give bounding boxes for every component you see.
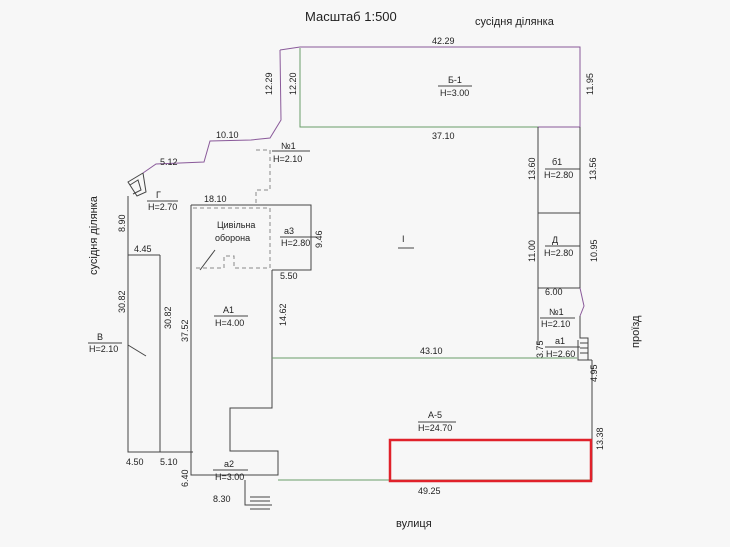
n1-right-height: Н=2.10: [541, 319, 570, 329]
dim-11-00: 11.00: [527, 240, 537, 262]
plan-texts: Масштаб 1:500 сусідня ділянка сусідня ді…: [88, 9, 642, 530]
a2-height: Н=3.00: [215, 472, 244, 482]
b6-name: б1: [552, 157, 562, 167]
dim-12-29: 12.29: [264, 72, 274, 95]
a1-big-name: А1: [223, 305, 234, 315]
dim-6-40: 6.40: [180, 469, 190, 487]
scale-title: Масштаб 1:500: [305, 9, 397, 24]
dim-43-10: 43.10: [420, 346, 443, 356]
n1-top-height: Н=2.10: [273, 154, 302, 164]
dim-11-95: 11.95: [585, 73, 595, 95]
b1-name: Б-1: [448, 75, 462, 85]
dim-10-10: 10.10: [216, 130, 239, 140]
civil-defense-label-2: оборона: [215, 233, 250, 243]
dim-12-20: 12.20: [288, 72, 298, 95]
dim-4-50: 4.50: [126, 457, 144, 467]
n1-top-name: №1: [281, 141, 296, 151]
b1-height: Н=3.00: [440, 88, 469, 98]
d-height: Н=2.80: [544, 248, 573, 258]
civil-defense-label: Цивільна: [217, 220, 255, 230]
a2-name: а2: [224, 459, 234, 469]
neighbor-left-label: сусідня ділянка: [88, 195, 100, 275]
dim-42-29: 42.29: [432, 36, 455, 46]
a1-big-height: Н=4.00: [215, 318, 244, 328]
highlight-rectangle: [388, 438, 593, 483]
dim-18-10: 18.10: [204, 194, 227, 204]
g-height: Н=2.70: [148, 202, 177, 212]
dim-5-10: 5.10: [160, 457, 178, 467]
dim-49-25: 49.25: [418, 486, 441, 496]
v-name: В: [97, 332, 103, 342]
dim-30-82b: 30.82: [163, 306, 173, 329]
dim-13-38: 13.38: [595, 427, 605, 450]
dim-9-46: 9.46: [314, 230, 324, 248]
label-underlines: [88, 85, 580, 471]
dim-13-60: 13.60: [527, 157, 537, 180]
dim-37-52: 37.52: [180, 319, 190, 342]
a5-height: Н=24.70: [418, 423, 452, 433]
dim-3-75: 3.75: [535, 340, 545, 358]
a1-small-height: Н=2.60: [546, 349, 575, 359]
a3-name: а3: [284, 226, 294, 236]
neighbor-top-label: сусідня ділянка: [475, 16, 555, 28]
dim-37-10: 37.10: [432, 131, 455, 141]
dim-8-30: 8.30: [213, 494, 231, 504]
n1-right-name: №1: [549, 307, 564, 317]
dim-4-95: 4.95: [589, 364, 599, 382]
dim-6-00: 6.00: [545, 287, 563, 297]
dim-5-12: 5.12: [160, 157, 178, 167]
d-name: Д: [552, 235, 558, 245]
a3-height: Н=2.80: [281, 238, 310, 248]
dim-5-50: 5.50: [280, 271, 298, 281]
v-height: Н=2.10: [89, 344, 118, 354]
dim-10-95: 10.95: [589, 239, 599, 262]
dim-14-62: 14.62: [278, 303, 288, 326]
dim-4-45: 4.45: [134, 244, 152, 254]
street-label: вулиця: [396, 518, 432, 530]
b6-height: Н=2.80: [544, 170, 573, 180]
dim-13-56: 13.56: [588, 157, 598, 180]
dim-30-82a: 30.82: [117, 290, 127, 313]
g-name: Г: [156, 190, 161, 200]
building-outlines: [127, 46, 593, 510]
dim-8-90: 8.90: [117, 214, 127, 232]
center-label: І: [402, 234, 405, 244]
a5-name: А-5: [428, 410, 442, 420]
driveway-label: проїзд: [630, 315, 642, 348]
a1-small-name: а1: [555, 336, 565, 346]
